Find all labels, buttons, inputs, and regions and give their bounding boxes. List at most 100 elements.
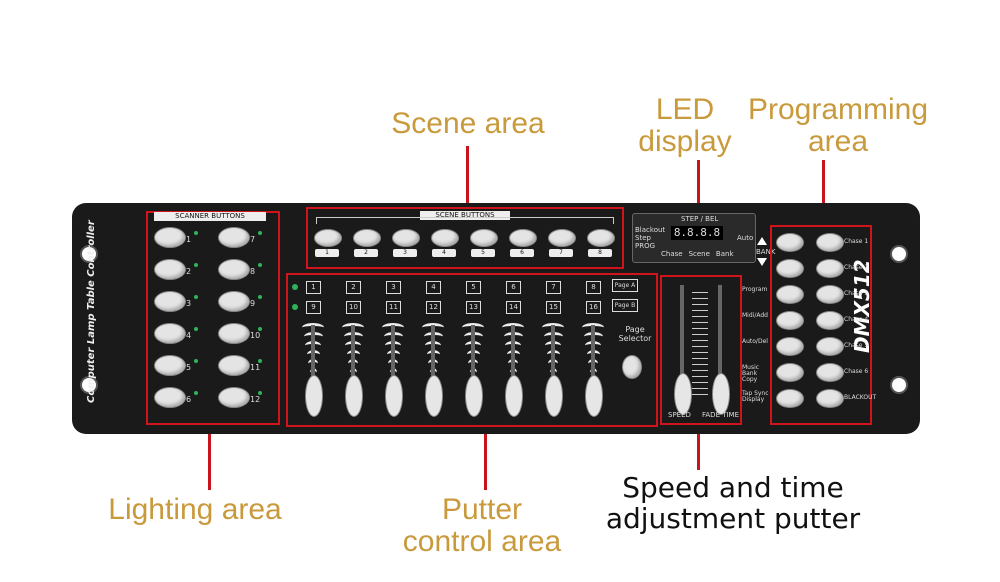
- led-leader-line: [697, 160, 700, 212]
- scanner-button[interactable]: [218, 355, 250, 376]
- speed-fade-area: SPEED FADE TIME: [660, 275, 742, 425]
- scene-button-number: 3: [393, 249, 417, 257]
- scene-header: SCENE BUTTONS: [420, 211, 510, 220]
- program-function-button[interactable]: [776, 337, 804, 356]
- scanner-led: [258, 391, 262, 395]
- led-label-line1: LED: [655, 93, 715, 126]
- channel-fader-knob[interactable]: [505, 375, 523, 417]
- scene-button[interactable]: [587, 229, 615, 247]
- channel-fader-knob[interactable]: [585, 375, 603, 417]
- putter-label-line2: control area: [402, 525, 562, 558]
- scanner-button[interactable]: [154, 323, 186, 344]
- chase-button[interactable]: [816, 311, 844, 330]
- scene-button[interactable]: [353, 229, 381, 247]
- channel-fader-knob[interactable]: [345, 375, 363, 417]
- page-selector-button[interactable]: [622, 355, 642, 379]
- scanner-led: [258, 295, 262, 299]
- page-a-button[interactable]: Page A: [612, 279, 638, 292]
- fade-fader-track: [718, 285, 722, 395]
- program-function-button[interactable]: [776, 311, 804, 330]
- scanner-button[interactable]: [154, 291, 186, 312]
- chase-button-label: Chase 6: [844, 368, 869, 375]
- fader-channel-number: 15: [546, 301, 561, 314]
- program-function-button[interactable]: [776, 285, 804, 304]
- scene-button[interactable]: [509, 229, 537, 247]
- scene-button-number: 1: [315, 249, 339, 257]
- led-display-module: STEP / BEL Blackout Step PROG 8.8.8.8 Au…: [632, 213, 756, 263]
- chase-button[interactable]: [816, 259, 844, 278]
- scanner-button[interactable]: [154, 387, 186, 408]
- chase-button[interactable]: [816, 285, 844, 304]
- scene-bracket: [316, 217, 614, 224]
- channel-fader-knob[interactable]: [305, 375, 323, 417]
- display-label-bank: Bank: [715, 250, 734, 258]
- scanner-button-number: 9: [250, 299, 256, 308]
- scanner-button-number: 3: [186, 299, 192, 308]
- fader-channel-number: 6: [506, 281, 521, 294]
- putter-leader-line: [484, 420, 487, 490]
- channel-fader-knob[interactable]: [465, 375, 483, 417]
- putter-label-line1: Putter: [441, 493, 523, 526]
- scene-area-label: Scene area: [391, 107, 545, 140]
- speed-leader-line: [697, 420, 700, 470]
- scanner-led: [194, 231, 198, 235]
- chase-button[interactable]: [816, 389, 844, 408]
- scanner-led: [194, 327, 198, 331]
- bank-down-arrow-icon[interactable]: [757, 258, 767, 266]
- program-button-label: Auto/Del: [742, 338, 768, 345]
- dmx-controller-panel: Computer Lamp Table Controller DMX512 SC…: [72, 203, 920, 434]
- scanner-button[interactable]: [154, 259, 186, 280]
- fader-channel-number: 12: [426, 301, 441, 314]
- fader-track: [551, 325, 555, 415]
- scanner-button[interactable]: [154, 355, 186, 376]
- chase-button-label: Chase 2: [844, 264, 869, 271]
- chase-button[interactable]: [816, 337, 844, 356]
- prog-leader-line: [822, 160, 825, 225]
- speed-label: SPEED: [668, 411, 691, 419]
- scene-button-number: 7: [549, 249, 573, 257]
- page-b-button[interactable]: Page B: [612, 299, 638, 312]
- rack-hole: [80, 245, 98, 263]
- fader-channel-number: 11: [386, 301, 401, 314]
- scanner-button-number: 1: [186, 235, 192, 244]
- chase-button-label: Chase 4: [844, 316, 869, 323]
- scene-leader-line: [466, 146, 469, 208]
- scanner-button[interactable]: [218, 227, 250, 248]
- scanner-button[interactable]: [218, 259, 250, 280]
- speed-label-line1: Speed and time: [622, 471, 844, 504]
- scene-button[interactable]: [431, 229, 459, 247]
- page-b-led: [292, 304, 298, 310]
- scene-button[interactable]: [392, 229, 420, 247]
- scanner-button-number: 2: [186, 267, 192, 276]
- fade-time-fader-knob[interactable]: [712, 373, 730, 415]
- program-function-button[interactable]: [776, 363, 804, 382]
- scanner-button[interactable]: [154, 227, 186, 248]
- scanner-button[interactable]: [218, 323, 250, 344]
- fader-track: [391, 325, 395, 415]
- scene-button[interactable]: [548, 229, 576, 247]
- scanner-button[interactable]: [218, 387, 250, 408]
- putter-control-label: Putter control area: [392, 494, 572, 558]
- bank-up-arrow-icon[interactable]: [757, 237, 767, 245]
- scanner-button[interactable]: [218, 291, 250, 312]
- program-button-label: Midi/Add: [742, 312, 768, 319]
- scanner-button-number: 11: [250, 363, 261, 372]
- chase-button-label: BLACKOUT: [844, 394, 877, 401]
- program-function-button[interactable]: [776, 233, 804, 252]
- fader-channel-number: 2: [346, 281, 361, 294]
- scene-button[interactable]: [314, 229, 342, 247]
- channel-fader-knob[interactable]: [545, 375, 563, 417]
- scene-button[interactable]: [470, 229, 498, 247]
- speed-fader-knob[interactable]: [674, 373, 692, 415]
- program-function-button[interactable]: [776, 389, 804, 408]
- chase-button[interactable]: [816, 363, 844, 382]
- scene-button-number: 2: [354, 249, 378, 257]
- rack-hole: [80, 376, 98, 394]
- rack-hole: [890, 245, 908, 263]
- program-function-button[interactable]: [776, 259, 804, 278]
- display-label-blackout: Blackout: [635, 226, 666, 234]
- channel-fader-knob[interactable]: [385, 375, 403, 417]
- channel-fader-knob[interactable]: [425, 375, 443, 417]
- chase-button[interactable]: [816, 233, 844, 252]
